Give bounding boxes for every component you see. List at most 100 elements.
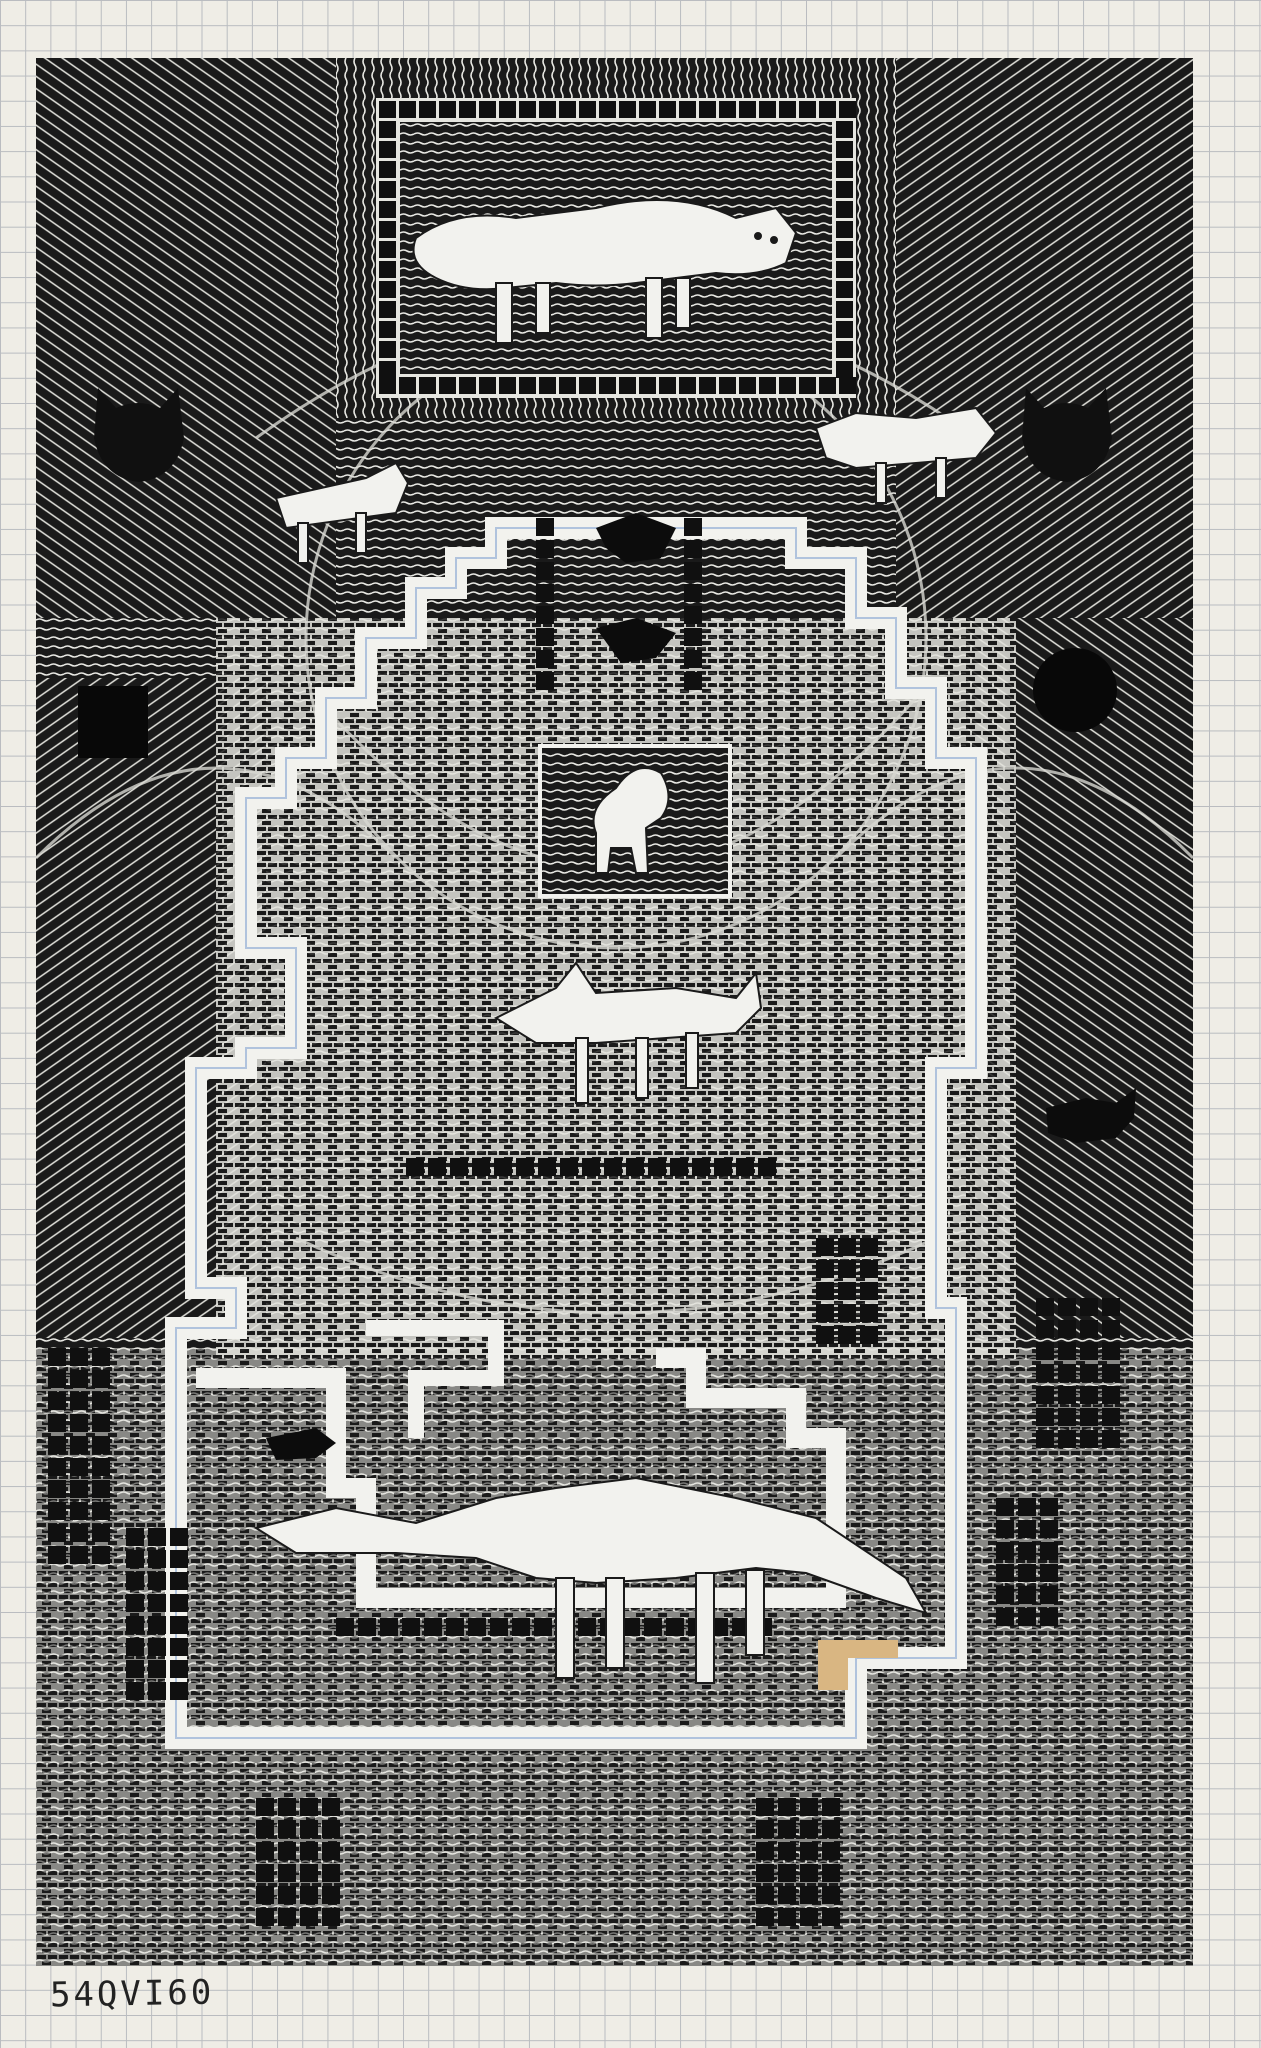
- tile: [536, 584, 554, 602]
- tile: [816, 1260, 834, 1278]
- tile: [379, 241, 396, 258]
- tile: [48, 1370, 66, 1388]
- tile: [559, 377, 576, 394]
- tile: [300, 1842, 318, 1860]
- tile: [450, 1158, 468, 1176]
- tile: [582, 1158, 600, 1176]
- tile: [822, 1798, 840, 1816]
- tile: [126, 1660, 144, 1678]
- tile: [300, 1908, 318, 1926]
- tile: [778, 1864, 796, 1882]
- tile: [379, 141, 396, 158]
- tile: [148, 1660, 166, 1678]
- tile: [170, 1572, 188, 1590]
- tile: [800, 1842, 818, 1860]
- tile: [48, 1546, 66, 1564]
- tile: [48, 1502, 66, 1520]
- tile: [679, 377, 696, 394]
- dog-figure: [493, 961, 763, 1104]
- tile: [92, 1414, 110, 1432]
- tile: [322, 1886, 340, 1904]
- tile: [379, 361, 396, 378]
- tile: [419, 101, 436, 118]
- tile: [126, 1682, 144, 1700]
- tile: [836, 181, 853, 198]
- tile: [536, 650, 554, 668]
- tile: [699, 101, 716, 118]
- tile: [148, 1594, 166, 1612]
- tile: [439, 377, 456, 394]
- tile: [70, 1348, 88, 1366]
- tile: [300, 1864, 318, 1882]
- tile: [256, 1864, 274, 1882]
- tile: [170, 1682, 188, 1700]
- tile: [92, 1524, 110, 1542]
- tile: [70, 1546, 88, 1564]
- tile: [419, 377, 436, 394]
- tile: [1080, 1408, 1098, 1426]
- tile: [1036, 1342, 1054, 1360]
- tile: [684, 540, 702, 558]
- tile: [126, 1638, 144, 1656]
- tile: [996, 1586, 1014, 1604]
- tile: [1018, 1520, 1036, 1538]
- tile: [778, 1798, 796, 1816]
- tile: [300, 1820, 318, 1838]
- tile: [70, 1502, 88, 1520]
- tile: [256, 1842, 274, 1860]
- tile: [278, 1820, 296, 1838]
- tile: [838, 1304, 856, 1322]
- tile: [70, 1436, 88, 1454]
- tile: [838, 1326, 856, 1344]
- maze-path-bottom: [196, 1348, 846, 1608]
- staircase-blue-line: [175, 527, 977, 1739]
- tile: [739, 377, 756, 394]
- hatch-field-top-left: [36, 58, 336, 618]
- tile: [622, 1618, 640, 1636]
- tile: [170, 1616, 188, 1634]
- tile: [472, 1158, 490, 1176]
- tile: [739, 101, 756, 118]
- tile: [459, 377, 476, 394]
- tile: [48, 1392, 66, 1410]
- tile: [424, 1618, 442, 1636]
- tile: [756, 1908, 774, 1926]
- tile: [539, 377, 556, 394]
- tile: [379, 181, 396, 198]
- tile: [92, 1458, 110, 1476]
- tile: [836, 361, 853, 378]
- tile: [300, 1886, 318, 1904]
- tile: [148, 1572, 166, 1590]
- black-square: [78, 686, 148, 758]
- tile: [92, 1370, 110, 1388]
- tile: [1058, 1386, 1076, 1404]
- cat-silhouette-left: [94, 388, 184, 482]
- tile: [48, 1348, 66, 1366]
- tile: [322, 1908, 340, 1926]
- tile: [578, 1618, 596, 1636]
- tile: [800, 1798, 818, 1816]
- tile: [1102, 1298, 1120, 1316]
- tile: [836, 241, 853, 258]
- tile: [758, 1158, 776, 1176]
- tile: [684, 606, 702, 624]
- tile: [1080, 1320, 1098, 1338]
- tile: [800, 1864, 818, 1882]
- tile: [92, 1348, 110, 1366]
- tile: [92, 1436, 110, 1454]
- tile: [860, 1238, 878, 1256]
- tile: [1058, 1408, 1076, 1426]
- tile: [838, 1238, 856, 1256]
- tile: [468, 1618, 486, 1636]
- tile: [278, 1864, 296, 1882]
- tile: [778, 1908, 796, 1926]
- tile: [1102, 1342, 1120, 1360]
- tile: [822, 1842, 840, 1860]
- tile: [256, 1886, 274, 1904]
- tile: [126, 1572, 144, 1590]
- tile: [836, 221, 853, 238]
- tile: [1080, 1342, 1098, 1360]
- tile: [1040, 1542, 1058, 1560]
- tile: [684, 584, 702, 602]
- tape-patch-2: [818, 1640, 898, 1658]
